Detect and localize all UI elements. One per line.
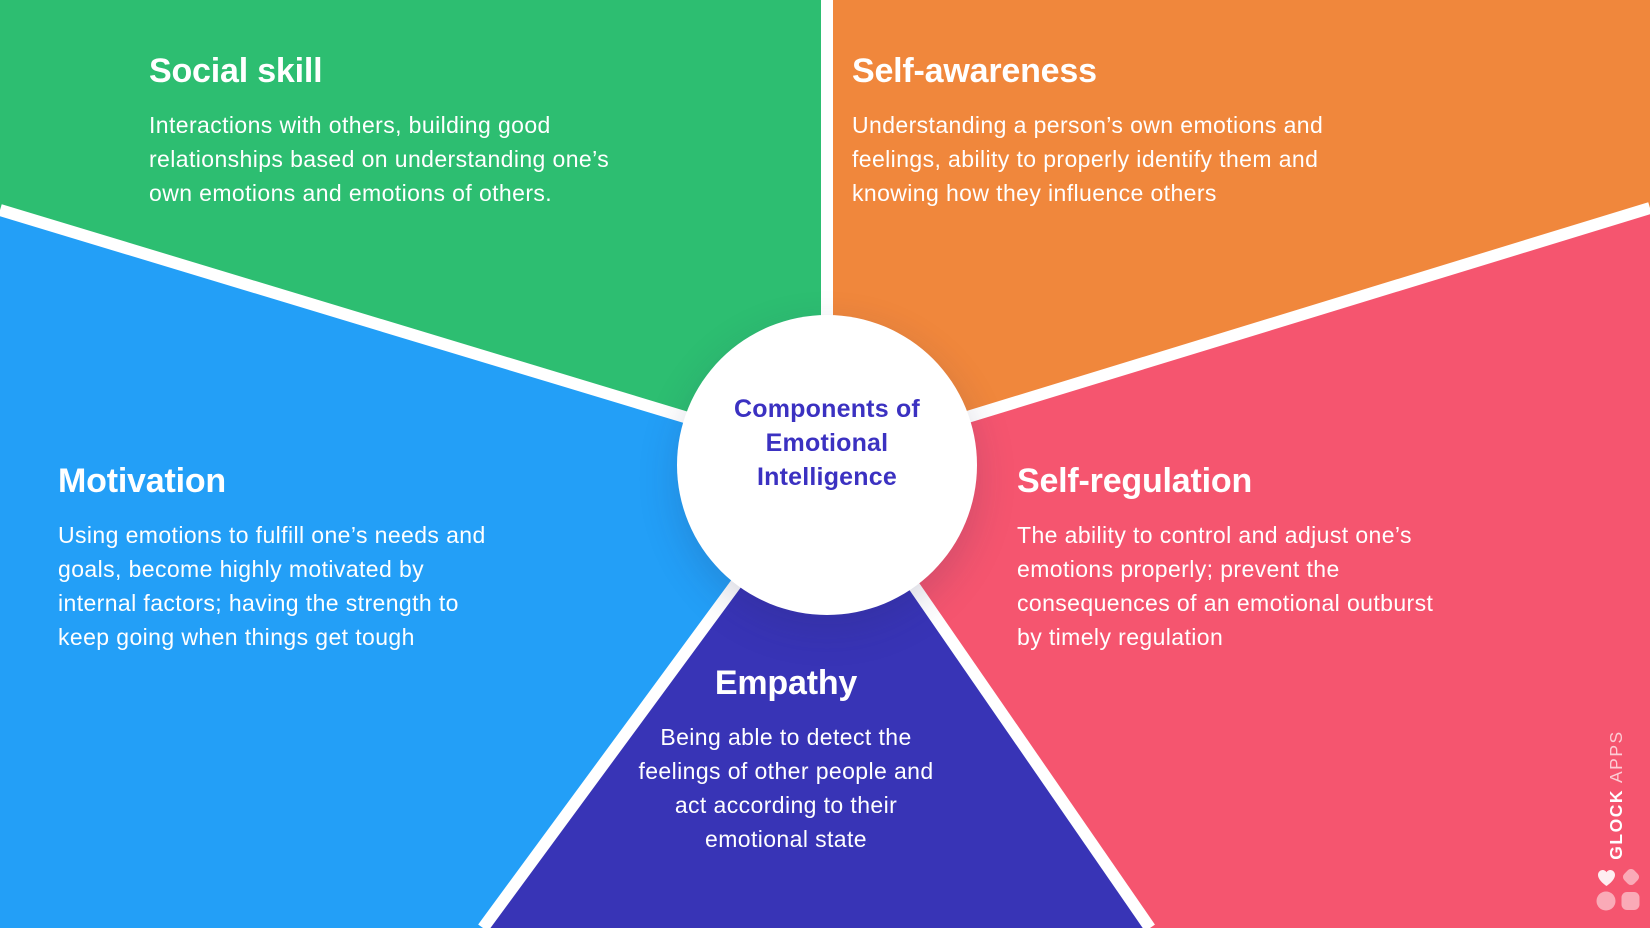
diamond-icon bbox=[1622, 869, 1640, 886]
self-awareness-title: Self-awareness bbox=[852, 52, 1097, 90]
self-regulation-title: Self-regulation bbox=[1017, 462, 1253, 500]
motivation-description: Using emotions to fulfill one’s needs an… bbox=[58, 522, 486, 650]
motivation-title: Motivation bbox=[58, 462, 226, 500]
section-block-motivation: Motivation Using emotions to fulfill one… bbox=[58, 462, 598, 654]
section-block-empathy: Empathy Being able to detect the feeling… bbox=[610, 664, 962, 856]
empathy-description: Being able to detect the feelings of oth… bbox=[638, 724, 934, 852]
brand-logo-icon bbox=[1596, 869, 1640, 911]
social-skill-description: Interactions with others, building good … bbox=[149, 112, 610, 206]
circle-icon bbox=[1596, 891, 1616, 911]
self-awareness-description: Understanding a person’s own emotions an… bbox=[852, 112, 1324, 206]
rounded-square-icon bbox=[1621, 892, 1640, 910]
sector-self-awareness bbox=[827, 0, 1650, 460]
section-block-social-skill: Social skill Interactions with others, b… bbox=[149, 52, 729, 210]
empathy-title: Empathy bbox=[714, 664, 858, 702]
brand-name-light: APPS bbox=[1606, 730, 1626, 783]
center-circle: Components of Emotional Intelligence bbox=[677, 315, 977, 615]
sector-motivation bbox=[0, 210, 827, 928]
social-skill-title: Social skill bbox=[149, 52, 323, 90]
center-title: Components of Emotional Intelligence bbox=[734, 395, 920, 491]
self-regulation-description: The ability to control and adjust one’s … bbox=[1017, 522, 1434, 650]
section-block-self-regulation: Self-regulation The ability to control a… bbox=[1017, 462, 1557, 654]
sector-social-skill bbox=[0, 0, 827, 460]
brand-wordmark: GLOCK APPS bbox=[1606, 725, 1630, 865]
sector-empathy bbox=[483, 460, 1150, 928]
section-block-self-awareness: Self-awareness Understanding a person’s … bbox=[852, 52, 1452, 210]
heart-icon bbox=[1598, 870, 1615, 886]
brand-name-bold: GLOCK bbox=[1606, 789, 1626, 860]
